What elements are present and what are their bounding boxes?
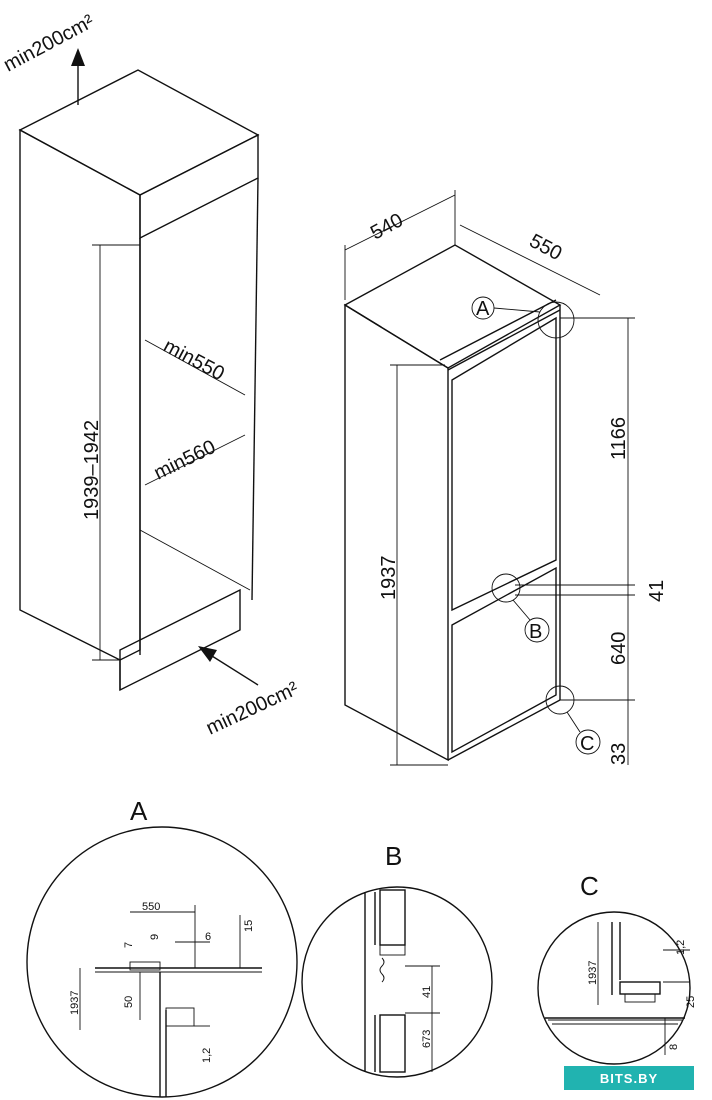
detail-b-41: 41 xyxy=(421,986,433,998)
detail-a-7: 7 xyxy=(123,942,135,948)
cabinet-drawing: min200cm² min200cm² 1939–1942 min550 min… xyxy=(0,10,302,739)
detail-b: B 41 673 xyxy=(301,841,493,1078)
cabinet-depth-label: min550 xyxy=(160,335,228,385)
callout-b-marker xyxy=(524,617,550,643)
detail-c-8: 8 xyxy=(668,1044,680,1050)
detail-a-title: A xyxy=(130,796,148,826)
vent-top-label: min200cm² xyxy=(0,10,98,76)
detail-a-15: 15 xyxy=(243,920,255,932)
vent-bottom-label: min200cm² xyxy=(203,678,302,740)
detail-b-title: B xyxy=(385,841,402,871)
appliance-top xyxy=(343,244,562,369)
cabinet-width-label: min560 xyxy=(151,436,220,485)
detail-a-50: 50 xyxy=(123,996,135,1008)
vent-top-arrow-icon xyxy=(71,48,85,66)
callout-a-circle xyxy=(537,301,575,339)
appliance-width-label: 540 xyxy=(367,209,407,244)
callout-c-label: C xyxy=(580,733,594,755)
appliance-height-label: 1937 xyxy=(378,556,400,601)
watermark-badge: BITS.BY xyxy=(564,1066,694,1090)
detail-a-550: 550 xyxy=(142,901,160,913)
detail-a-circle xyxy=(26,826,298,1098)
callout-c-circle xyxy=(545,685,575,715)
detail-a-1937: 1937 xyxy=(69,991,81,1015)
appliance-drawing: 540 550 1937 1166 41 640 33 A B C xyxy=(343,190,668,766)
callout-b-circle xyxy=(491,573,521,603)
cabinet-side xyxy=(19,128,141,661)
detail-a-9: 9 xyxy=(149,934,161,940)
detail-c: C 1937 1,2 25 8 xyxy=(537,871,697,1065)
appliance-depth-label: 550 xyxy=(526,230,566,265)
detail-b-673: 673 xyxy=(421,1030,433,1048)
lower-door xyxy=(451,566,557,754)
vent-bottom-arrow-icon xyxy=(198,646,217,662)
upper-door xyxy=(451,316,557,612)
upper-door-label: 1166 xyxy=(608,417,630,460)
callout-a-label: A xyxy=(476,298,490,320)
lower-door-label: 640 xyxy=(608,632,630,665)
detail-a-6: 6 xyxy=(205,931,211,943)
detail-c-25: 25 xyxy=(685,996,697,1008)
cabinet-height-label: 1939–1942 xyxy=(81,420,103,520)
callout-b-label: B xyxy=(529,621,542,643)
detail-a-12: 1,2 xyxy=(201,1048,213,1063)
detail-b-circle xyxy=(301,886,493,1078)
detail-a: A 550 7 9 6 15 1937 50 1,2 xyxy=(26,796,298,1098)
detail-c-1937: 1937 xyxy=(587,961,599,985)
cabinet-plinth xyxy=(119,588,241,692)
callout-c-marker xyxy=(575,729,601,755)
gap-label: 41 xyxy=(646,580,668,602)
base-label: 33 xyxy=(608,743,630,765)
cabinet-top xyxy=(18,69,260,196)
detail-c-circle xyxy=(537,911,691,1065)
detail-c-title: C xyxy=(580,871,599,901)
appliance-side xyxy=(344,303,449,762)
detail-c-12: 1,2 xyxy=(675,940,687,955)
